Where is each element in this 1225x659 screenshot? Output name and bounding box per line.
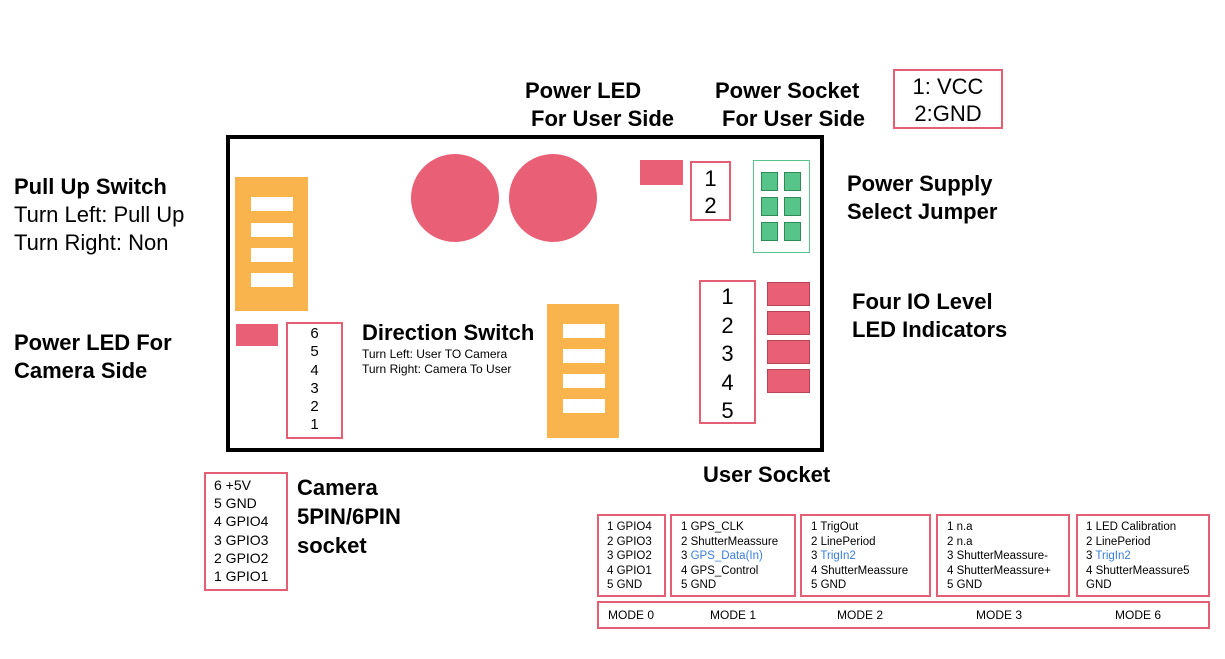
pull-up-label: Pull Up Switch Turn Left: Pull Up Turn R… <box>14 174 185 255</box>
power-socket-user-label: Power Socket For User Side <box>715 78 866 131</box>
io-led-4 <box>767 369 810 393</box>
io-led-1 <box>767 282 810 306</box>
io-led-2 <box>767 311 810 335</box>
direction-switch <box>547 304 619 438</box>
direction-switch-label: Direction Switch Turn Left: User TO Came… <box>362 320 535 376</box>
camera-pinout-box: 6 +5V 5 GND 4 GPIO4 3 GPIO3 2 GPIO2 1 GP… <box>204 472 288 591</box>
mode-1-label: MODE 1 <box>710 608 757 622</box>
user-socket-label: User Socket <box>703 462 831 487</box>
power-led-user-label: Power LED For User Side <box>525 78 675 131</box>
power-led-user-indicator <box>640 160 683 185</box>
power-supply-jumper <box>753 160 810 253</box>
io-led-3 <box>767 340 810 364</box>
pull-up-switch <box>235 177 308 311</box>
mode-1-pins: 1 GPS_CLK 2 ShutterMeassure 3 GPS_Data(I… <box>670 514 796 597</box>
vcc-gnd-box: 1: VCC 2:GND <box>893 69 1003 129</box>
mode-3-pins: 1 n.a 2 n.a 3 ShutterMeassure- 4 Shutter… <box>936 514 1070 597</box>
mode-2-pins: 1 TrigOut 2 LinePeriod 3 TrigIn2 4 Shutt… <box>800 514 931 597</box>
four-io-label: Four IO Level LED Indicators <box>852 289 1008 342</box>
camera-socket-label: Camera 5PIN/6PIN socket <box>297 475 401 558</box>
mode-2-label: MODE 2 <box>837 608 884 622</box>
user-power-led-1 <box>411 154 499 242</box>
mode-0-label: MODE 0 <box>608 608 655 622</box>
power-led-camera-indicator <box>236 324 278 346</box>
camera-side-pins: 6 5 4 3 2 1 <box>286 322 343 439</box>
user-power-led-2 <box>509 154 597 242</box>
mode-3-label: MODE 3 <box>976 608 1023 622</box>
mode-0-pins: 1 GPIO4 2 GPIO3 3 GPIO2 4 GPIO1 5 GND <box>597 514 666 597</box>
mode-6-label: MODE 6 <box>1115 608 1162 622</box>
board-outline <box>226 135 824 452</box>
user-power-socket: 1 2 <box>690 161 731 221</box>
power-supply-label: Power Supply Select Jumper <box>847 171 998 224</box>
mode-6-pins: 1 LED Calibration 2 LinePeriod 3 TrigIn2… <box>1076 514 1210 597</box>
power-led-camera-label: Power LED For Camera Side <box>14 330 172 383</box>
mode-label-bar: MODE 0 MODE 1 MODE 2 MODE 3 MODE 6 <box>597 601 1210 629</box>
io-pins-box: 1 2 3 4 5 <box>699 280 756 424</box>
